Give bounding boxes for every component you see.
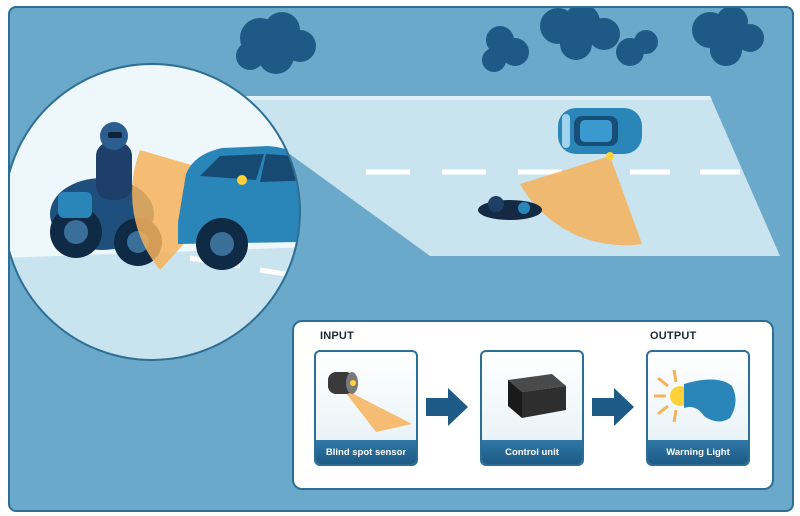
diagram-frame: INPUT OUTPUT Blind spot sensor Control u… [8, 6, 794, 512]
step-control: Control unit [480, 350, 584, 466]
control-unit-icon [508, 374, 566, 418]
step-label: Warning Light [648, 440, 748, 464]
warning-light-icon [654, 369, 736, 423]
step-label: Blind spot sensor [316, 440, 416, 464]
distant-car [558, 108, 642, 154]
step-input: Blind spot sensor [314, 350, 418, 466]
car [178, 146, 300, 270]
arrow-right-icon [426, 388, 468, 426]
traffic-scene [10, 8, 780, 361]
arrow-right-icon [592, 388, 634, 426]
process-panel: INPUT OUTPUT Blind spot sensor Control u… [292, 320, 774, 490]
step-label: Control unit [482, 440, 582, 464]
distant-motorcycle [478, 196, 542, 220]
clouds [236, 8, 764, 74]
cloud-left [236, 12, 316, 74]
cloud-right [540, 8, 764, 66]
step-output: Warning Light [646, 350, 750, 466]
sensor-icon [328, 372, 412, 432]
cloud-mid [482, 26, 529, 72]
output-heading: OUTPUT [650, 330, 697, 342]
distant-sensor-beam [520, 156, 642, 246]
input-heading: INPUT [320, 330, 354, 342]
